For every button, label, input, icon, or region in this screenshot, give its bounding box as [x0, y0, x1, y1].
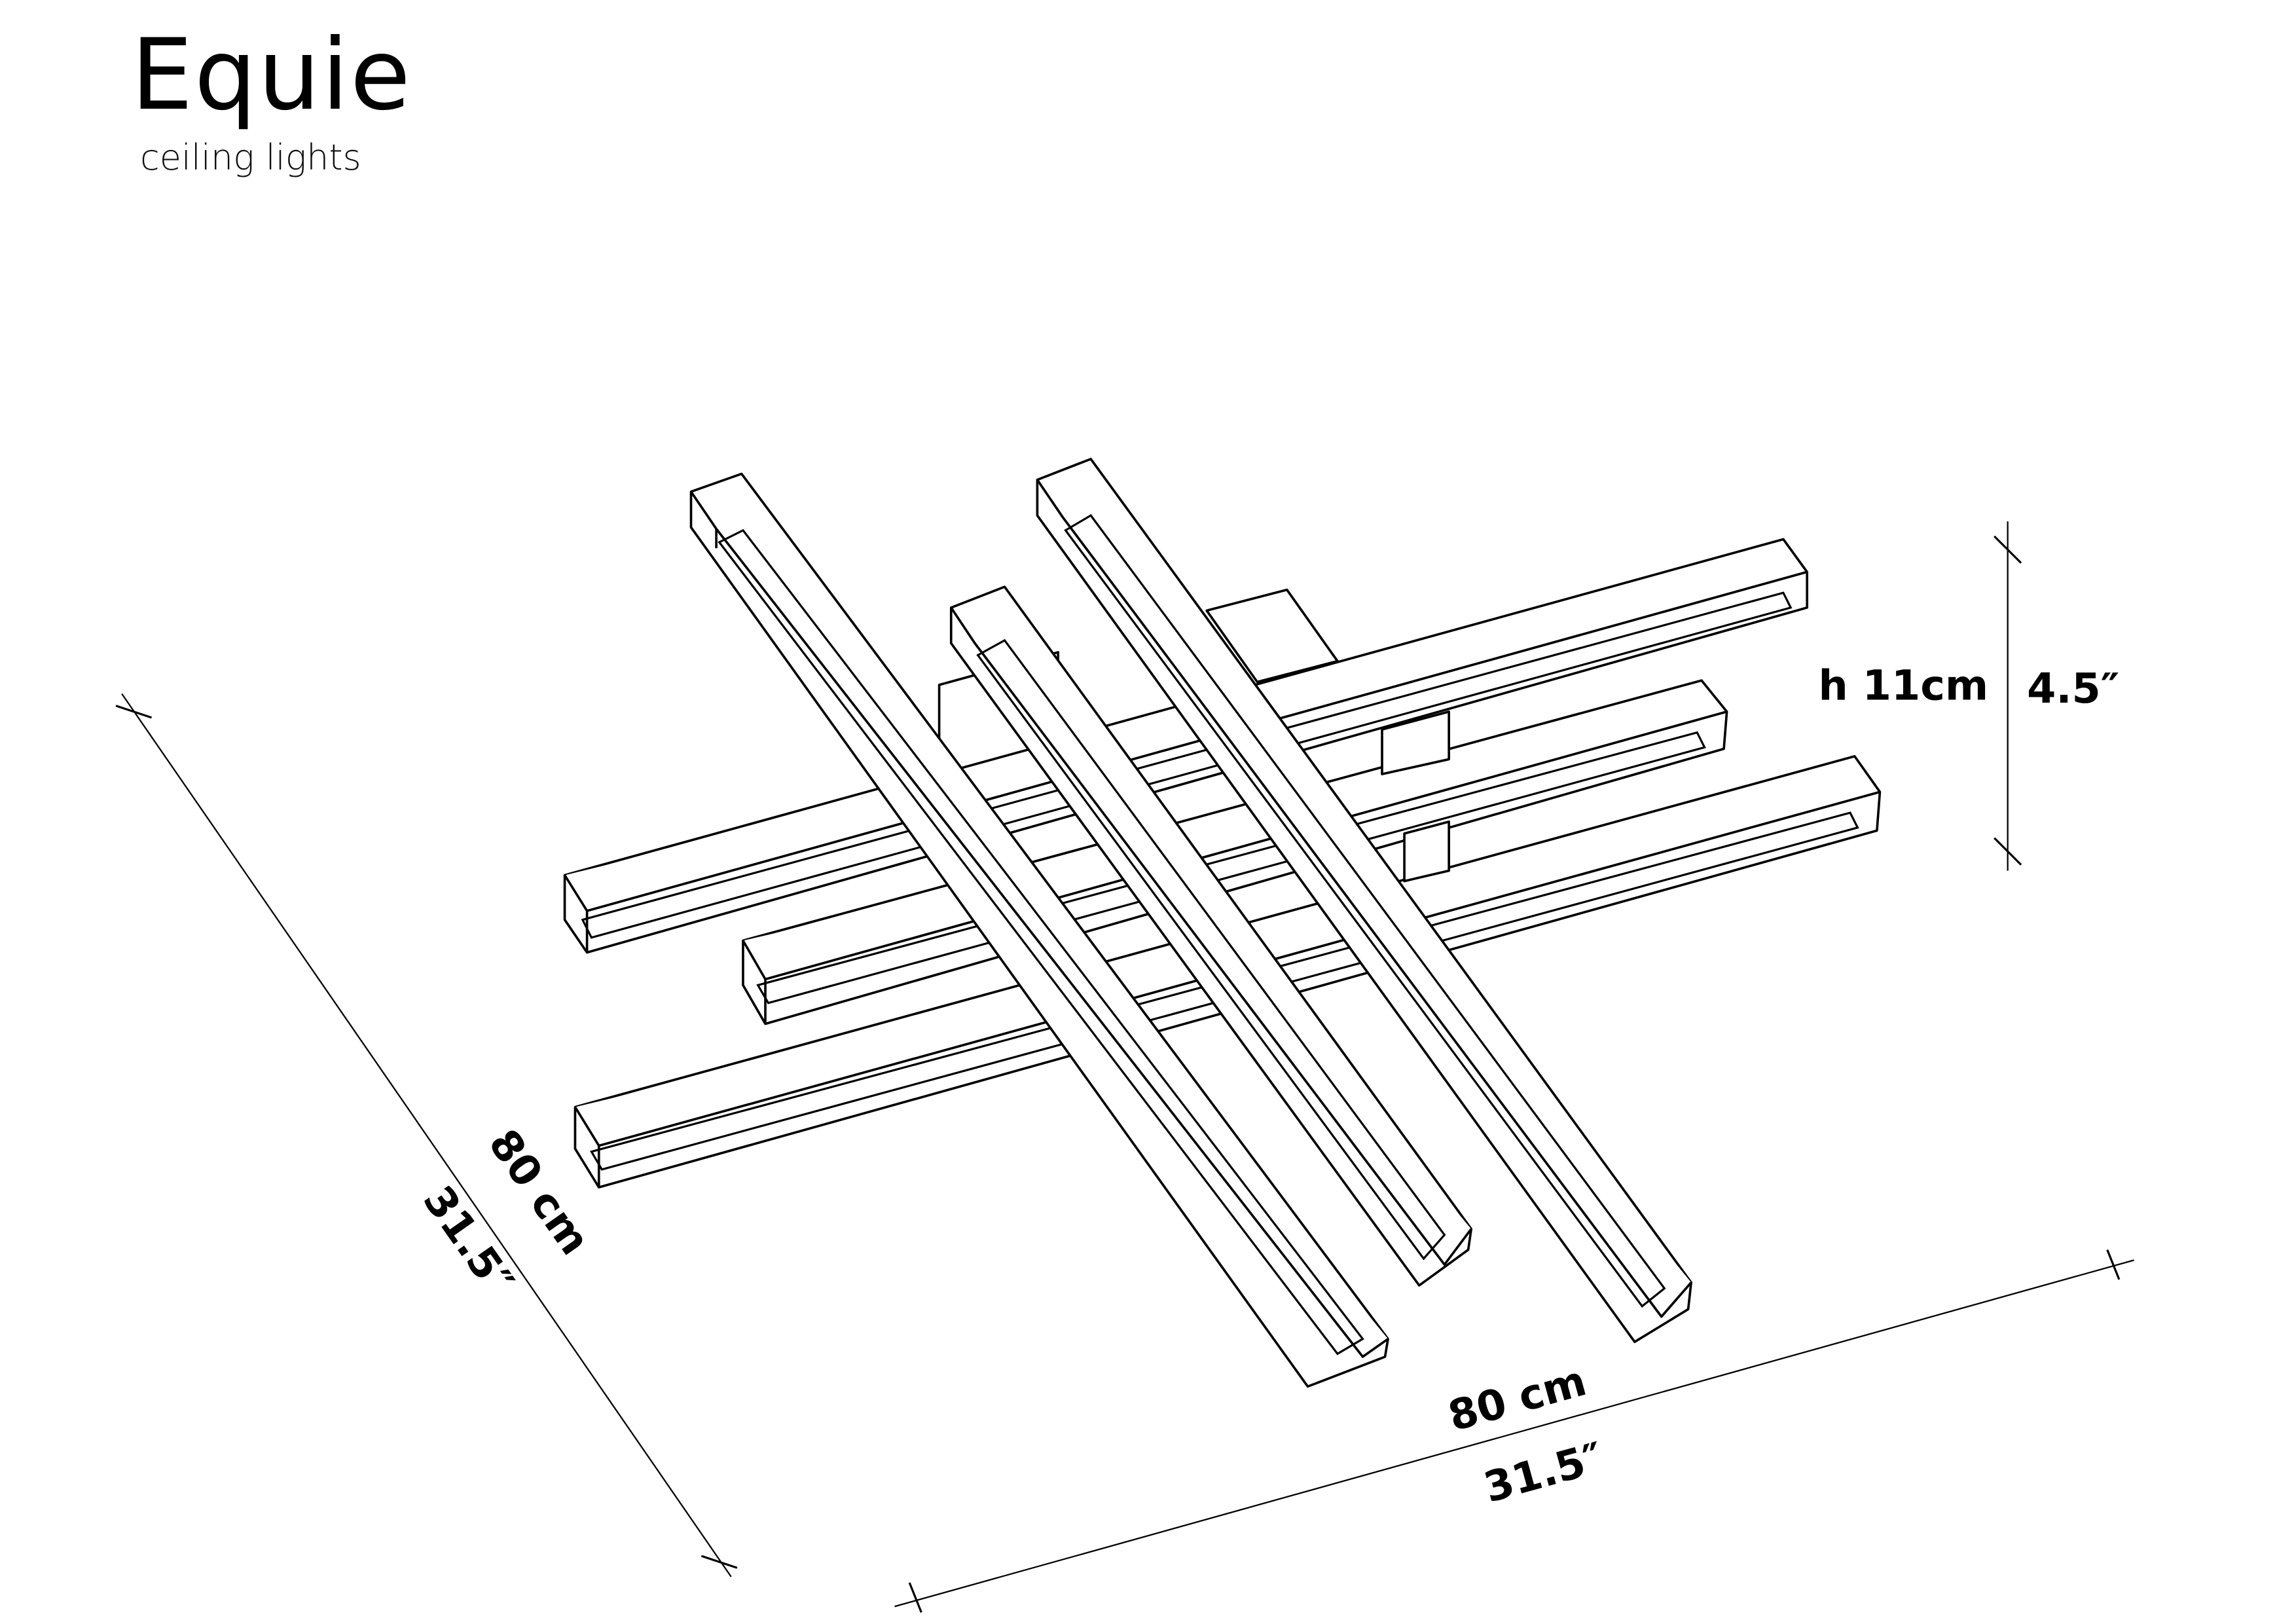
light-bar-diagonal-2: [949, 585, 1473, 1287]
light-bar-diagonal-3: [1036, 458, 1692, 1344]
light-bar-horizontal-1: [563, 538, 1809, 954]
header: Equie ceiling lights: [131, 26, 412, 175]
product-title: Equie: [131, 18, 412, 132]
height-metric-label: h 11cm: [1818, 661, 1988, 710]
height-imperial-label: 4.5″: [2027, 664, 2119, 712]
height-dimension: h 11cm 4.5″: [1818, 521, 2119, 871]
width-dimension: 80 cm 31.5″: [894, 1249, 2134, 1613]
width-imperial-label: 31.5″: [1479, 1433, 1609, 1512]
light-bar-diagonal-1: [689, 472, 1389, 1388]
width-metric-label: 80 cm: [1443, 1356, 1591, 1441]
product-subtitle: ceiling lights: [140, 137, 361, 178]
